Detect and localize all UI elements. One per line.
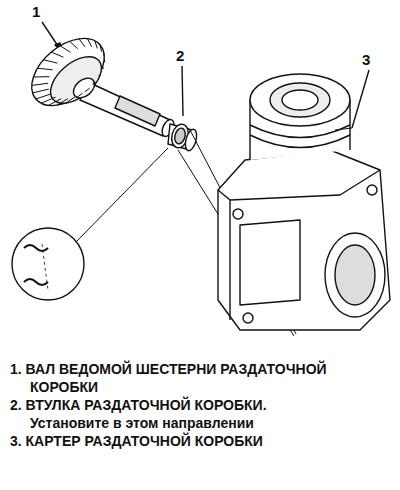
gear-tooth [44, 60, 58, 63]
leader-line [182, 66, 183, 116]
gear-tooth [51, 52, 63, 57]
parts-list: 1. ВАЛ ВЕДОМОЙ ШЕСТЕРНИ РАЗДАТОЧНОЙ КОРО… [10, 360, 392, 450]
gear-tooth [33, 89, 49, 93]
part-name: 1. ВАЛ ВЕДОМОЙ ШЕСТЕРНИ РАЗДАТОЧНОЙ КОРО… [10, 360, 392, 396]
gear-tooth [100, 45, 101, 52]
gear-tooth [79, 39, 85, 47]
gear-tooth [99, 75, 101, 76]
gear-tooth [95, 41, 98, 49]
gear-tooth [103, 51, 105, 56]
gear-tooth [60, 46, 70, 53]
callout-number: 2 [176, 48, 184, 63]
gear-tooth [41, 97, 55, 103]
gear-tooth [85, 88, 90, 92]
leader-line [352, 70, 369, 128]
part-name: 2. ВТУЛКА РАЗДАТОЧНОЙ КОРОБКИ. [10, 396, 392, 414]
gear-tooth [32, 83, 48, 85]
gear-tooth [92, 82, 95, 84]
gear-tooth [33, 76, 49, 77]
gear-tooth [36, 94, 52, 99]
gear-tooth [66, 97, 75, 103]
gear-tooth [102, 67, 104, 69]
transfer-case-housing [218, 74, 390, 330]
gear-tooth [76, 93, 83, 98]
gear-tooth [104, 59, 105, 63]
gear-tooth [37, 68, 52, 70]
gear-shaft [19, 25, 176, 138]
gear-tooth [70, 41, 78, 49]
callout-number: 3 [362, 52, 370, 67]
install-note: Установите в этом направлении [10, 414, 392, 432]
callout-number: 1 [32, 4, 40, 19]
part-name: 3. КАРТЕР РАЗДАТОЧНОЙ КОРОБКИ [10, 432, 392, 450]
gear-tooth [88, 39, 92, 47]
detail-circle [12, 148, 168, 300]
